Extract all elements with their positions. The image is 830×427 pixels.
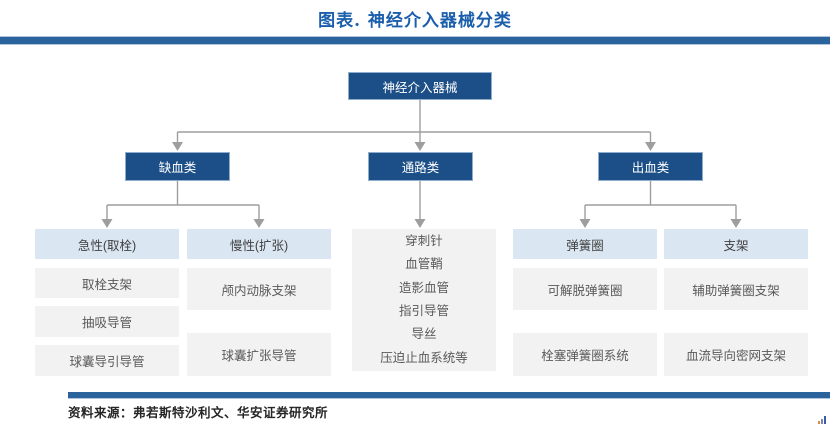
leaf-balloon-dilation-catheter: 球囊扩张导管	[187, 333, 331, 376]
node-root: 神经介入器械	[348, 72, 492, 100]
node-label: 缺血类	[158, 161, 197, 175]
node-root-label: 神经介入器械	[382, 80, 458, 95]
bar	[824, 416, 826, 424]
node-label: 弹簧圈	[566, 238, 604, 253]
node-stent: 支架	[664, 229, 808, 259]
leaf-label: 可解脱弹簧圈	[547, 283, 623, 298]
leaf-flow-diverter-stent: 血流导向密网支架	[664, 333, 808, 376]
list-item: 压迫止血系统等	[380, 350, 468, 365]
leaf-label: 球囊导引导管	[69, 355, 145, 369]
top-divider	[0, 36, 830, 45]
node-acute-thrombectomy: 急性(取栓)	[35, 229, 179, 259]
node-label: 慢性(扩张)	[229, 238, 289, 253]
node-label: 通路类	[401, 161, 440, 175]
list-item: 穿刺针	[405, 233, 443, 248]
list-item: 导丝	[411, 327, 437, 342]
leaf-label: 血流导向密网支架	[685, 349, 786, 363]
leaf-label: 抽吸导管	[81, 316, 132, 330]
list-item: 指引导管	[398, 304, 449, 318]
leaf-embolic-coil-system: 栓塞弹簧圈系统	[513, 333, 657, 376]
node-label: 出血类	[631, 161, 670, 175]
leaf-label: 取栓支架	[81, 277, 132, 292]
figure-title: 图表. 神经介入器械分类	[318, 11, 512, 31]
list-item: 血管鞘	[405, 257, 443, 272]
bar	[818, 421, 820, 424]
source-note: 资料来源：弗若斯特沙利文、华安证券研究所	[68, 405, 329, 420]
leaf-thrombectomy-stent: 取栓支架	[35, 268, 179, 298]
leaf-label: 辅助弹簧圈支架	[692, 283, 780, 298]
leaf-aspiration-catheter: 抽吸导管	[35, 306, 179, 337]
bottom-divider	[68, 392, 830, 399]
node-label: 急性(取栓)	[77, 238, 137, 253]
node-access-items: 穿刺针 血管鞘 造影血管 指引导管 导丝 压迫止血系统等	[352, 229, 496, 371]
node-label: 支架	[723, 238, 749, 253]
leaf-intracranial-artery-stent: 颅内动脉支架	[187, 268, 331, 310]
leaf-coil-assist-stent: 辅助弹簧圈支架	[664, 268, 808, 310]
leaf-label: 栓塞弹簧圈系统	[541, 349, 629, 363]
node-chronic-dilation: 慢性(扩张)	[187, 229, 331, 259]
list-item: 造影血管	[398, 280, 449, 295]
leaf-label: 球囊扩张导管	[221, 349, 297, 363]
node-branch-access: 通路类	[368, 152, 473, 181]
leaf-detachable-coil: 可解脱弹簧圈	[513, 268, 657, 310]
leaf-balloon-guide-catheter: 球囊导引导管	[35, 345, 179, 376]
node-branch-hemorrhagic: 出血类	[598, 152, 703, 181]
leaf-label: 颅内动脉支架	[221, 283, 297, 298]
node-branch-ischemic: 缺血类	[125, 152, 230, 181]
mini-bar-chart-icon	[818, 415, 828, 424]
bar	[821, 419, 823, 424]
node-coil: 弹簧圈	[513, 229, 657, 259]
